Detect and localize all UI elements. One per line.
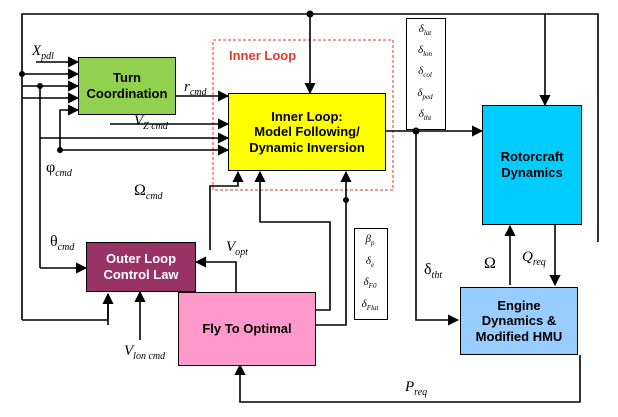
p-req-wire <box>234 355 581 403</box>
inner-loop-region <box>212 39 394 191</box>
control-signal-0: δlat <box>418 23 432 38</box>
fly-to-optimal-label: Fly To Optimal <box>202 321 292 337</box>
inner-loop-caption: Inner Loop <box>229 48 297 63</box>
control-signal-2: δcol <box>418 65 432 80</box>
signal-phi-cmd: φcmd <box>46 159 72 179</box>
signal-omega: Ω <box>484 255 496 272</box>
signal-v-lon-cmd: Vlon cmd <box>124 343 166 362</box>
omega-cmd-wire <box>209 170 244 250</box>
control-signal-3: δped <box>417 86 433 101</box>
control-signal-1: δlon <box>417 44 433 59</box>
signal-x-pdl: Xpdl <box>32 43 54 62</box>
signal-v-opt: Vopt <box>226 239 248 258</box>
v-opt-wire <box>194 256 237 292</box>
control-vector-bracket <box>406 18 446 130</box>
inner-loop-label: Inner Loop: Model Following/ Dynamic Inv… <box>249 108 365 155</box>
outer-loop-label: Outer Loop Control Law <box>103 251 179 282</box>
delta-tht-wire <box>415 131 460 326</box>
optimal-signal-0: βp <box>365 233 375 248</box>
signal-p-req: Preq <box>405 379 428 398</box>
optimal-signal-1: δe <box>365 254 375 269</box>
engine-dynamics-label: Engine Dynamics & Modified HMU <box>475 297 563 344</box>
fly-to-optimal-block[interactable]: Fly To Optimal <box>178 292 316 366</box>
rotorcraft-dynamics-block[interactable]: Rotorcraft Dynamics <box>482 105 582 225</box>
control-signal-4: δtht <box>418 107 432 122</box>
turn-coordination-block[interactable]: Turn Coordination <box>78 57 176 115</box>
outer-loop-block[interactable]: Outer Loop Control Law <box>86 242 196 292</box>
signal-delta-tht: δtht <box>424 261 443 281</box>
turn-coordination-label: Turn Coordination <box>86 70 168 101</box>
optimal-vector-bracket <box>354 228 388 320</box>
rotorcraft-dynamics-label: Rotorcraft Dynamics <box>500 149 564 180</box>
inner-loop-block[interactable]: Inner Loop: Model Following/ Dynamic Inv… <box>228 93 386 171</box>
signal-r-cmd: rcmd <box>184 79 207 98</box>
signal-q-req: Qreq <box>522 249 546 268</box>
optimal-signal-2: δF0 <box>363 276 377 291</box>
control-vector: δlat δlon δcol δped δtht <box>408 20 442 126</box>
signal-theta-cmd: θcmd <box>50 233 75 253</box>
signal-vz-cmd: VZ cmd <box>134 113 168 132</box>
signal-omega-cmd: Ωcmd <box>134 182 163 202</box>
optimal-signal-3: δFlat <box>361 297 379 312</box>
engine-dynamics-block[interactable]: Engine Dynamics & Modified HMU <box>460 287 578 355</box>
optimal-vector: βp δe δF0 δFlat <box>356 230 384 316</box>
